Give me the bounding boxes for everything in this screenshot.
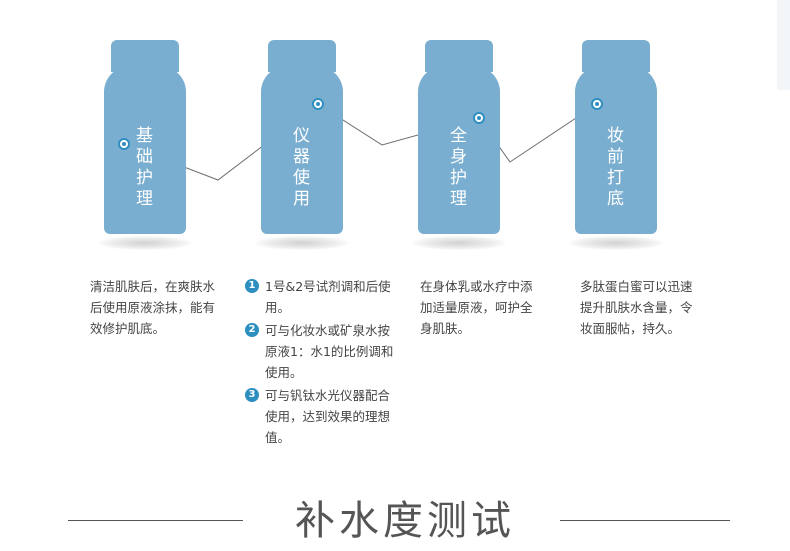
step-text: 可与钒钛水光仪器配合使用，达到效果的理想值。 (265, 388, 391, 445)
step-item: 2 可与化妆水或矿泉水按原液1：水1的比例调和使用。 (245, 320, 395, 383)
description-text: 多肽蛋白蜜可以迅速提升肌肤水含量，令妆面服帖，持久。 (580, 279, 693, 336)
section-header: 补水度测试 (0, 495, 790, 551)
step-item: 1 1号&2号试剂调和后使用。 (245, 276, 395, 318)
step-item: 3 可与钒钛水光仪器配合使用，达到效果的理想值。 (245, 385, 395, 448)
connector-dot (473, 112, 485, 124)
description-text: 清洁肌肤后，在爽肤水后使用原液涂抹，能有效修护肌底。 (90, 279, 216, 336)
section-title: 补水度测试 (295, 498, 515, 544)
description-makeup-primer: 多肽蛋白蜜可以迅速提升肌肤水含量，令妆面服帖，持久。 (580, 276, 698, 339)
divider-left (68, 520, 243, 521)
description-basic-care: 清洁肌肤后，在爽肤水后使用原液涂抹，能有效修护肌底。 (90, 276, 220, 339)
step-number-badge: 2 (245, 323, 259, 337)
divider-right (560, 520, 730, 521)
connector-lines (123, 103, 598, 181)
bottle-label: 基 础 护 理 (136, 126, 154, 209)
step-text: 1号&2号试剂调和后使用。 (265, 279, 391, 315)
connector-dot (591, 98, 603, 110)
connector-dot (118, 138, 130, 150)
description-device-use: 1 1号&2号试剂调和后使用。 2 可与化妆水或矿泉水按原液1：水1的比例调和使… (245, 276, 395, 450)
step-number-badge: 3 (245, 388, 259, 402)
right-edge-strip (777, 0, 790, 90)
connector-dot (312, 98, 324, 110)
bottle-makeup-primer: 妆 前 打 底 (569, 40, 663, 250)
description-body-care: 在身体乳或水疗中添加适量原液，呵护全身肌肤。 (420, 276, 538, 339)
step-text: 可与化妆水或矿泉水按原液1：水1的比例调和使用。 (265, 323, 394, 380)
bottle-basic-care: 基 础 护 理 (98, 40, 192, 250)
bottle-device-use: 仪 器 使 用 (255, 40, 349, 250)
bottle-label: 仪 器 使 用 (293, 126, 311, 209)
bottle-label: 全 身 护 理 (450, 126, 468, 209)
description-text: 在身体乳或水疗中添加适量原液，呵护全身肌肤。 (420, 279, 533, 336)
step-number-badge: 1 (245, 279, 259, 293)
bottle-illustration: 基 础 护 理 仪 器 使 用 全 身 护 理 妆 前 打 底 (0, 0, 790, 260)
bottle-body-care: 全 身 护 理 (412, 40, 506, 250)
bottle-label: 妆 前 打 底 (607, 126, 625, 209)
